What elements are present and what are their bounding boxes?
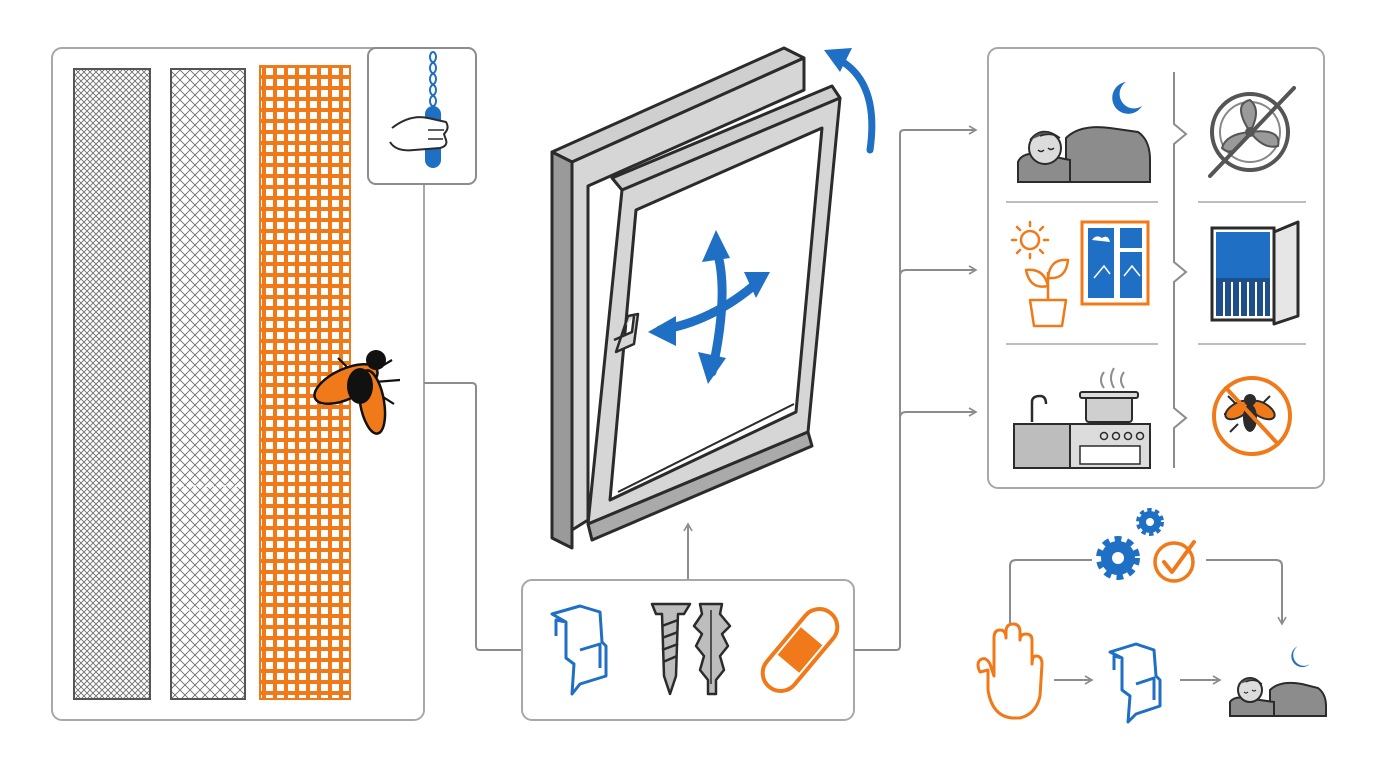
sunny-plant-window-icon bbox=[1010, 220, 1150, 328]
blanket bbox=[1065, 126, 1151, 183]
gear-small-icon bbox=[1136, 508, 1164, 536]
chain-icon bbox=[429, 51, 437, 107]
kitchen-counter bbox=[1013, 423, 1071, 469]
arrow-right bbox=[744, 272, 770, 298]
clip-bracket-icon bbox=[1108, 642, 1162, 724]
screw-and-dowel-icon bbox=[650, 602, 732, 696]
open-window-sky-icon bbox=[1080, 220, 1150, 306]
pull-cord-frame bbox=[367, 47, 477, 185]
no-insects-icon bbox=[1212, 376, 1292, 456]
fine-mesh bbox=[73, 68, 151, 700]
benefits-panel bbox=[987, 47, 1325, 489]
tilt-turn-window bbox=[550, 46, 876, 550]
fly-icon bbox=[313, 350, 401, 435]
hair bbox=[1029, 130, 1061, 141]
pillow bbox=[1229, 696, 1275, 717]
fixings-panel bbox=[521, 579, 855, 721]
closed-eyes bbox=[1243, 689, 1257, 694]
pillow bbox=[1017, 152, 1071, 183]
connector-line bbox=[854, 125, 978, 651]
sleeping-person-night-icon bbox=[1017, 82, 1151, 183]
window-sash-bottom bbox=[586, 430, 814, 542]
hair bbox=[1238, 677, 1263, 685]
tilt-arrow-icon bbox=[832, 54, 876, 154]
arrow-down bbox=[698, 352, 726, 384]
arrow-up bbox=[702, 230, 730, 262]
workflow-arrow bbox=[1206, 559, 1287, 626]
connector-arrow bbox=[899, 407, 978, 419]
kitchen-cooking-icon bbox=[1013, 367, 1151, 469]
window-frame-side bbox=[550, 150, 574, 550]
check-circle-icon bbox=[1153, 540, 1196, 583]
plant-icon bbox=[1024, 258, 1070, 328]
pull-cord-inset bbox=[367, 47, 477, 185]
hand-icon bbox=[976, 622, 1044, 720]
sun-icon bbox=[1010, 220, 1050, 260]
moon-icon bbox=[1112, 82, 1142, 114]
arrow-left bbox=[648, 316, 676, 346]
window-handle-icon bbox=[613, 312, 640, 354]
window-frame-front bbox=[570, 56, 806, 532]
tilt-arrow-head bbox=[824, 48, 852, 72]
faucet-icon bbox=[1030, 394, 1048, 422]
clip-bracket-icon bbox=[550, 604, 608, 696]
closed-eyes bbox=[1037, 147, 1055, 153]
hand-icon bbox=[389, 116, 449, 152]
open-window-shutter-icon bbox=[1210, 220, 1300, 326]
steam-icon bbox=[1100, 367, 1125, 389]
moon-icon bbox=[1291, 646, 1310, 668]
connector-arrow bbox=[899, 265, 978, 277]
blanket bbox=[1269, 681, 1327, 717]
oven-door bbox=[1079, 445, 1141, 465]
window-sill-line bbox=[617, 403, 795, 493]
connector-line bbox=[424, 382, 522, 651]
pot-lid bbox=[1079, 391, 1139, 399]
column-divider bbox=[1173, 72, 1188, 468]
workflow-connector bbox=[1009, 559, 1092, 630]
workflow-panel bbox=[976, 508, 1327, 724]
no-fan-icon bbox=[1208, 86, 1296, 178]
adhesive-tape-icon bbox=[760, 607, 840, 693]
gear-large-icon bbox=[1096, 536, 1140, 580]
mesh-panel bbox=[51, 47, 477, 721]
medium-mesh bbox=[170, 68, 246, 700]
sleeping-person-night-icon bbox=[1229, 646, 1327, 717]
